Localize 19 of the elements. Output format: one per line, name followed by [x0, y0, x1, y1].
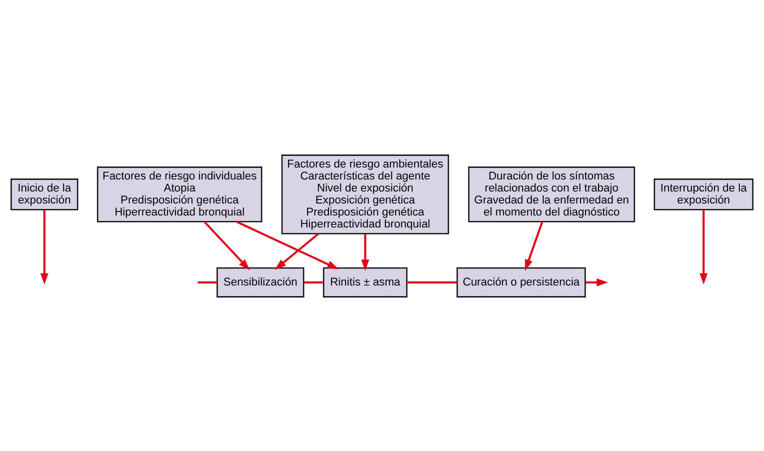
node-box: Factores de riesgo ambientales Características del agente Nivel de exposición Exposición genética Predisposición genética Hiperreactividad bronquial — [281, 154, 450, 234]
connector — [406, 280, 458, 283]
node-box: Rinitis ± asma — [322, 266, 408, 297]
arrow — [274, 232, 319, 270]
arrow — [204, 220, 250, 270]
connector — [198, 280, 218, 283]
arrow — [236, 220, 339, 269]
node-box: Duración de los síntomas relacionados con el trabajo Gravedad de la enfermedad en el momento del diagnóstico — [468, 166, 636, 222]
connector — [304, 280, 324, 283]
node-box: Interrupción de la exposición — [654, 178, 754, 210]
node-box: Factores de riesgo individuales Atopia Predisposición genética Hiperreactividad bronquial — [96, 166, 262, 222]
arrow — [524, 220, 544, 270]
node-box: Inicio de la exposición — [10, 178, 78, 210]
node-box: Curación o persistencia — [456, 266, 586, 297]
arrow — [40, 209, 48, 284]
arrow — [361, 233, 370, 270]
node-box: Sensibilización — [216, 266, 304, 297]
arrow — [700, 209, 708, 284]
arrow — [586, 278, 608, 286]
